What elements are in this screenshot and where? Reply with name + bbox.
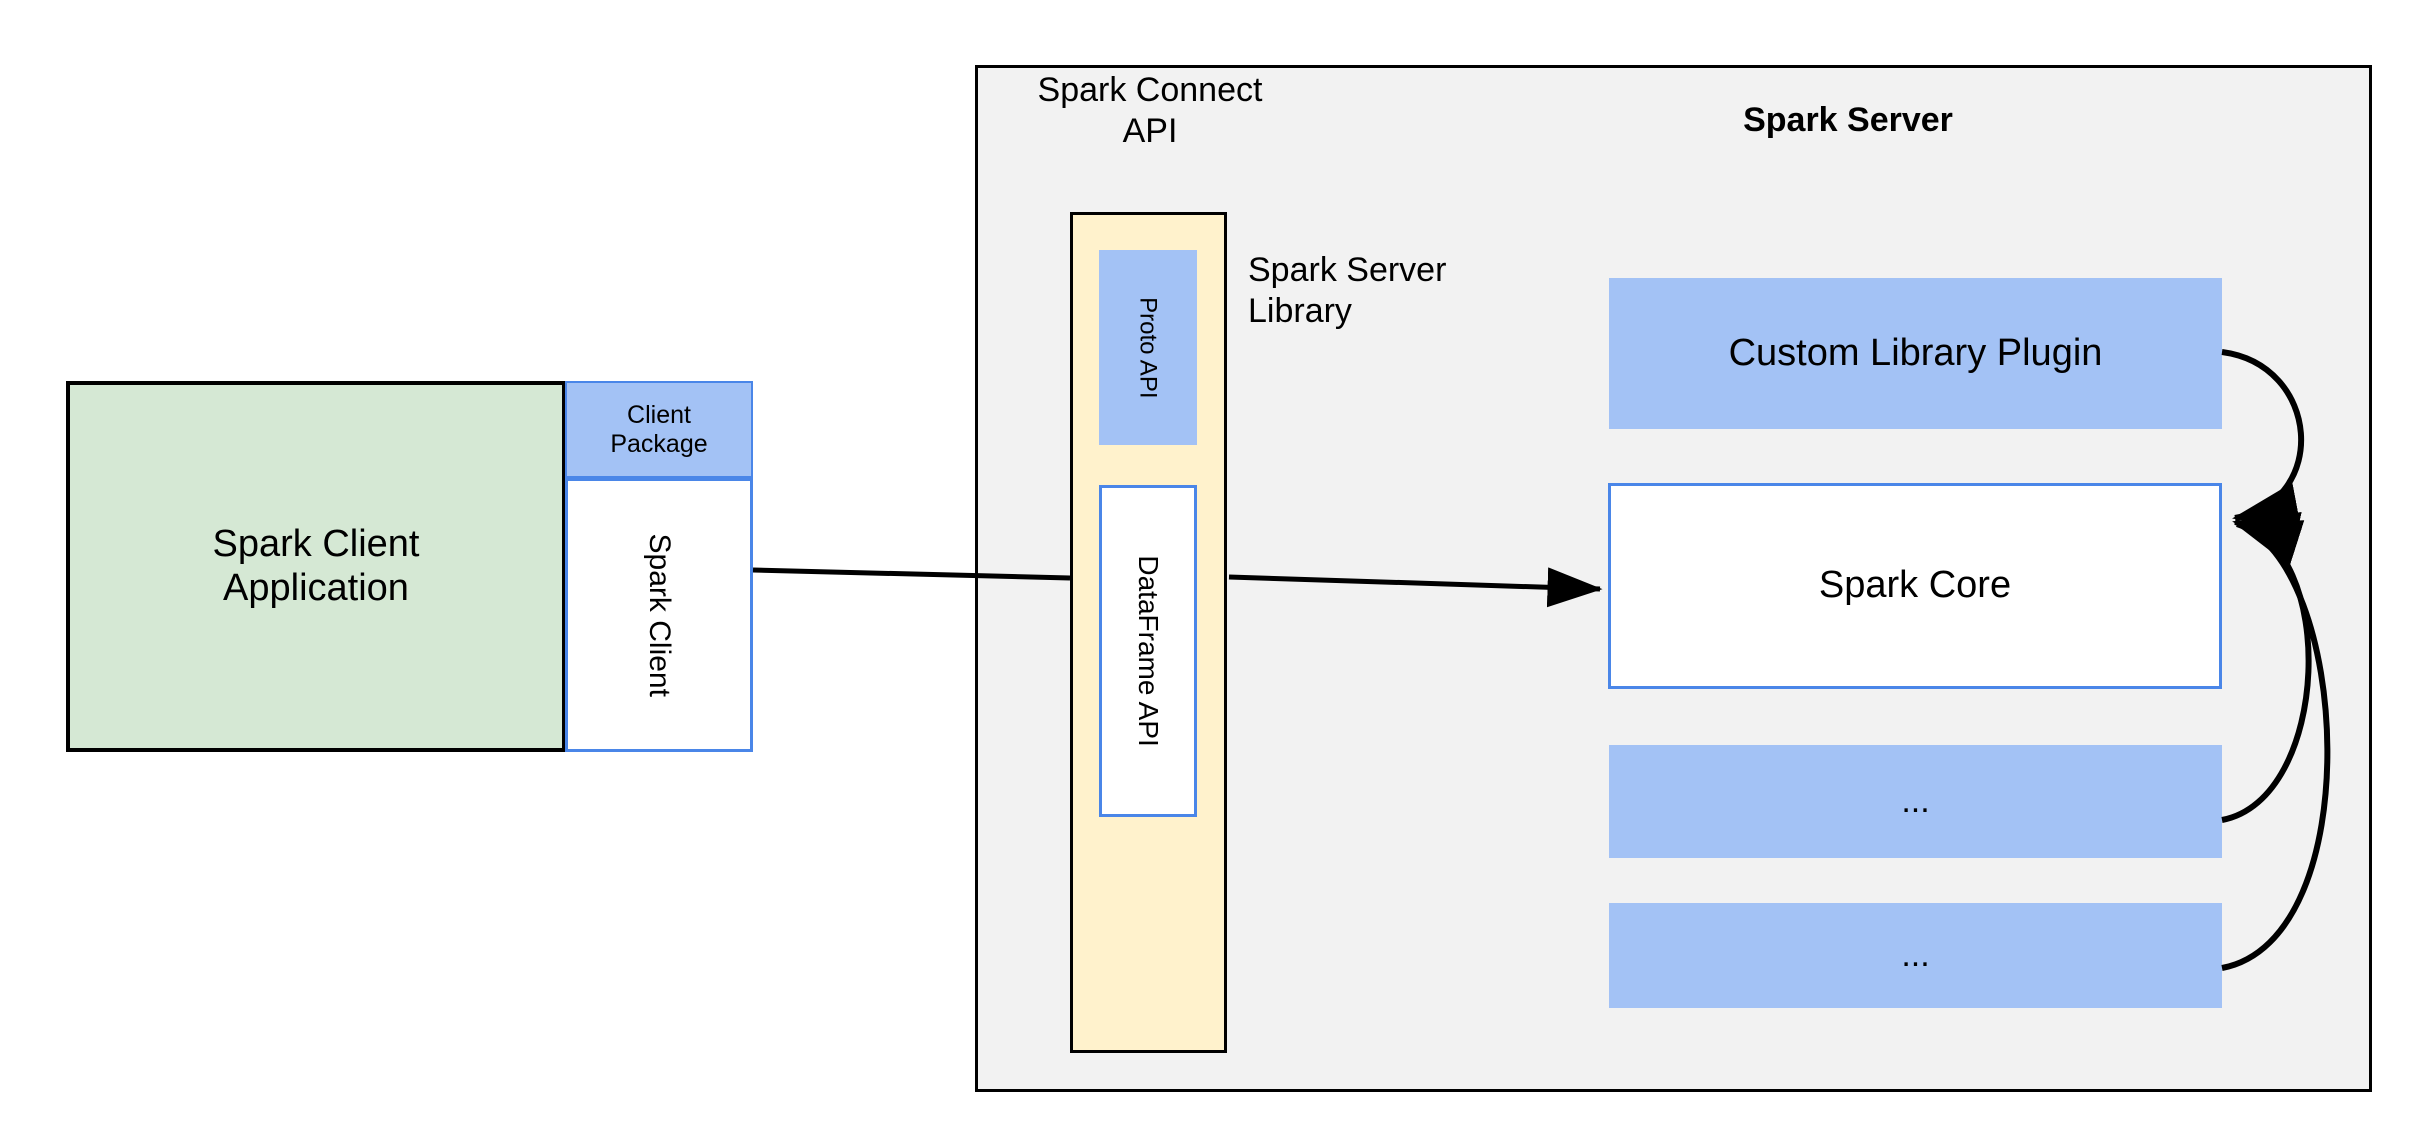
- spark-core-label: Spark Core: [1818, 564, 2012, 607]
- server-component-ellipsis-2-label: ...: [1901, 935, 1930, 974]
- spark-core-box[interactable]: Spark Core: [1608, 483, 2222, 689]
- server-component-ellipsis-1-box[interactable]: ...: [1609, 745, 2222, 858]
- spark-client-application-box[interactable]: Spark Client Application: [66, 381, 566, 752]
- server-component-ellipsis-1-label: ...: [1901, 781, 1930, 820]
- custom-library-plugin-label: Custom Library Plugin: [1728, 331, 2103, 374]
- client-package-label: Client Package: [610, 400, 708, 458]
- spark-connect-api-label: Spark Connect API: [1037, 71, 1263, 150]
- server-component-ellipsis-2-box[interactable]: ...: [1609, 903, 2222, 1008]
- custom-library-plugin-box[interactable]: Custom Library Plugin: [1609, 278, 2222, 429]
- dataframe-api-label: DataFrame API: [1133, 555, 1165, 747]
- proto-api-label: Proto API: [1134, 296, 1162, 399]
- dataframe-api-box[interactable]: DataFrame API: [1099, 485, 1197, 817]
- spark-server-title: Spark Server: [1743, 101, 1953, 139]
- spark-client-application-label: Spark Client Application: [212, 522, 420, 609]
- spark-server-library-label: Spark Server Library: [1248, 251, 1447, 330]
- client-package-box[interactable]: Client Package: [565, 381, 753, 478]
- spark-client-label: Spark Client: [643, 533, 677, 697]
- proto-api-box[interactable]: Proto API: [1099, 250, 1197, 445]
- spark-client-box[interactable]: Spark Client: [565, 478, 753, 752]
